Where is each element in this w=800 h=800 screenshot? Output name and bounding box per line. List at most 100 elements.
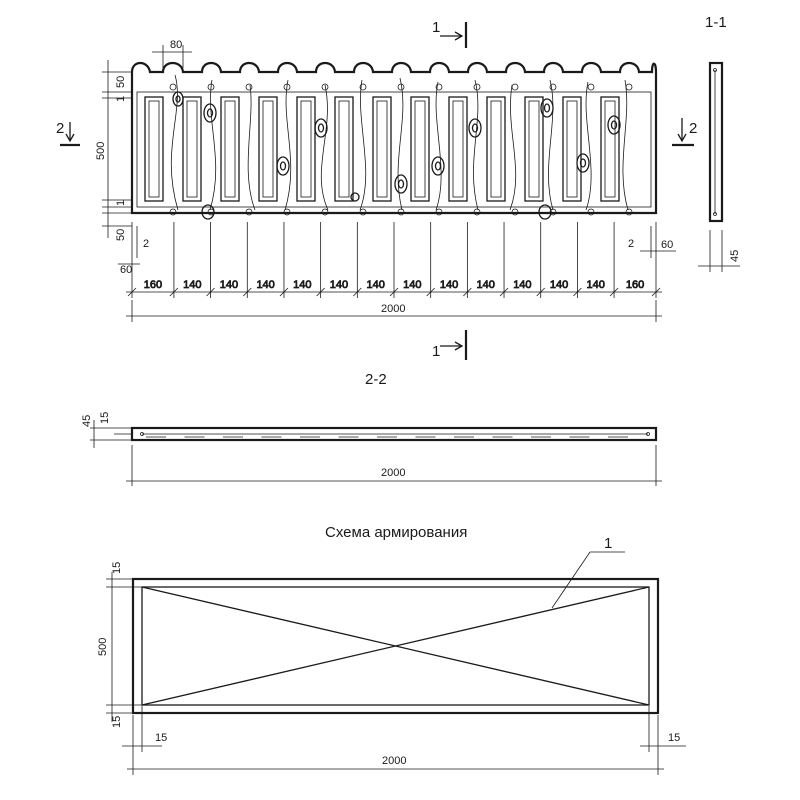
slot: [334, 96, 354, 202]
segment-tick-mark: [573, 287, 582, 297]
dim-80-label: 80: [170, 39, 182, 51]
dim-60-right: 60: [661, 239, 673, 251]
segment-dim-label: 140: [403, 279, 421, 291]
cut-1-top-label: 1: [432, 19, 440, 36]
segment-dim-label: 140: [220, 279, 238, 291]
slot-inner: [300, 100, 312, 198]
bolt-hole: [511, 83, 519, 91]
bolt-hole: [283, 208, 291, 216]
bolt-hole: [587, 208, 595, 216]
bolt-hole: [549, 83, 557, 91]
dim-section-2-2-vertical: [90, 420, 132, 448]
cut-2-right-label: 2: [689, 120, 697, 137]
callout-label: 1: [604, 535, 612, 552]
segment-tick-mark: [127, 287, 137, 297]
bolt-hole: [359, 208, 367, 216]
dim-15-right-reinf: 15: [668, 732, 680, 744]
segment-dim-label: 140: [477, 279, 495, 291]
segment-dim-label: 140: [440, 279, 458, 291]
dim-60-left: 60: [120, 264, 132, 276]
slot: [182, 96, 202, 202]
dim-total-elevation-label: 2000: [381, 303, 405, 315]
dim-total-reinf: [127, 752, 664, 775]
dim-50-bottom: 50: [115, 229, 127, 241]
slot-inner: [224, 100, 236, 198]
dim-50-top: 50: [115, 76, 127, 88]
segment-dim-label: 140: [587, 279, 605, 291]
reinforcement-outer: [131, 577, 660, 715]
bolt-hole: [625, 83, 633, 91]
bolt-hole: [511, 208, 519, 216]
bolt-hole: [245, 83, 253, 91]
dim-1-bottom: 1: [115, 200, 127, 206]
dim-500-reinf: 500: [97, 638, 109, 656]
bolt-hole: [169, 83, 177, 91]
segment-tick-mark: [169, 287, 179, 297]
segment-tick-mark: [426, 287, 435, 297]
reinforcement-inner: [141, 586, 650, 706]
dim-total-reinf-label: 2000: [382, 755, 406, 767]
segment-dim-label: 140: [366, 279, 384, 291]
section-2-2: 2-2 45 15 2000: [81, 371, 662, 486]
slot-inner: [566, 100, 578, 198]
bolt-hole: [435, 208, 443, 216]
dim-15-2-2: 15: [99, 412, 111, 424]
segment-dim-label: 140: [293, 279, 311, 291]
segment-tick-mark: [279, 287, 289, 297]
cut-2-left-arrow: [65, 122, 75, 143]
slot-inner: [148, 100, 160, 198]
slot: [486, 96, 506, 202]
callout-leader: [551, 551, 625, 609]
dim-15-left-reinf: 15: [155, 732, 167, 744]
slot-inner: [186, 100, 198, 198]
wood-knots: [172, 91, 621, 220]
bolt-hole: [321, 208, 329, 216]
cut-2-left-label: 2: [56, 120, 64, 137]
slot: [600, 96, 620, 202]
dim-total-elevation: [126, 300, 662, 322]
dim-15-top-reinf: 15: [111, 562, 123, 574]
bolt-hole: [321, 83, 329, 91]
bolt-hole: [169, 208, 177, 216]
slot-inner: [452, 100, 464, 198]
segment-tick-mark: [651, 287, 661, 297]
bolt-hole: [625, 208, 633, 216]
segment-tick-mark: [536, 287, 546, 297]
bolt-hole: [435, 83, 443, 91]
slot: [258, 96, 278, 202]
slot-inner: [262, 100, 274, 198]
segment-tick-mark: [389, 287, 399, 297]
slot: [144, 96, 164, 202]
segment-dim-label: 140: [330, 279, 348, 291]
slot-inner: [604, 100, 616, 198]
panel-elevation: 80 50 1 500 1 50 2 2: [56, 19, 697, 360]
segment-tick-mark: [609, 287, 619, 297]
segment-dim-label: 160: [626, 279, 644, 291]
section-1-1-outline: [708, 61, 724, 223]
wood-grain: [170, 74, 629, 211]
slot: [220, 96, 240, 202]
segment-tick-mark: [353, 287, 362, 297]
segment-dim-label: 140: [183, 279, 201, 291]
slot-inner: [528, 100, 540, 198]
bolt-hole: [587, 83, 595, 91]
dim-80: [152, 45, 192, 68]
dim-15-bottom-reinf: 15: [111, 716, 123, 728]
bolt-hole: [359, 83, 367, 91]
rebar-diagonal-2: [141, 586, 650, 706]
segment-dim-label: 160: [144, 279, 162, 291]
bolt-hole: [473, 208, 481, 216]
dim-left-vertical: [102, 60, 132, 238]
reinforcement-title: Схема армирования: [325, 524, 467, 541]
slot: [410, 96, 430, 202]
section-2-2-title: 2-2: [365, 371, 387, 388]
panel-inner-frame: [136, 91, 652, 208]
segment-dim-label: 140: [256, 279, 274, 291]
segment-dim-label: 140: [550, 279, 568, 291]
slot: [448, 96, 468, 202]
dim-45-2-2: 45: [81, 415, 93, 427]
slot: [524, 96, 544, 202]
dim-total-2-2: [126, 445, 662, 486]
dim-2-left: 2: [143, 238, 149, 250]
